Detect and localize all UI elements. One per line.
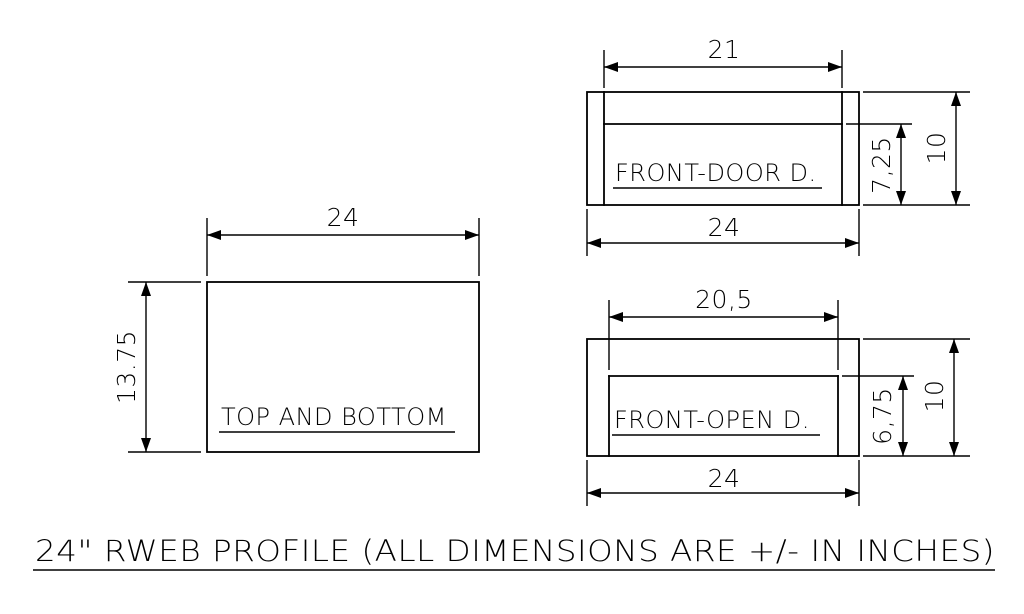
front-open-outer-width-arrow-right (845, 488, 859, 498)
top-bottom-width-arrow-right (465, 230, 479, 240)
front-door-inner-width-dim-text: 21 (708, 35, 741, 64)
front-open-outer-height-arrow-bottom (949, 442, 959, 456)
front-door-outer-width-arrow-right (845, 238, 859, 248)
front-door-inner-width-arrow-left (604, 62, 618, 72)
front-door-inner-height-arrow-top (896, 124, 906, 138)
front-open-inner-width-arrow-right (824, 312, 838, 322)
front-open-outer-outline (586, 338, 860, 457)
view-top-and-bottom: 24 13.75 TOP AND BOTTOM (112, 203, 480, 453)
front-door-outer-height-arrow-bottom (951, 191, 961, 205)
front-door-outer-width-dim-text: 24 (708, 213, 741, 242)
drawing-title: 24" RWEB PROFILE (ALL DIMENSIONS ARE +/-… (35, 534, 995, 568)
front-open-outer-height-dim-text: 10 (920, 380, 949, 413)
view-front-door: 21 24 7,25 10 FRONT-DOOR D. (586, 35, 970, 256)
top-bottom-height-dim-text: 13.75 (112, 330, 141, 404)
front-open-inner-height-dim-text: 6,75 (868, 387, 897, 445)
drawing-title-block: 24" RWEB PROFILE (ALL DIMENSIONS ARE +/-… (33, 534, 995, 571)
top-bottom-height-arrow-bottom (141, 438, 151, 452)
front-open-inner-height-arrow-bottom (898, 442, 908, 456)
front-open-outer-width-arrow-left (587, 488, 601, 498)
view-front-open: 20,5 24 6,75 10 FRONT-OPEN D. (586, 285, 970, 506)
front-door-outer-height-dim-text: 10 (922, 132, 951, 165)
front-door-inner-height-dim-text: 7,25 (867, 136, 896, 194)
front-door-inner-width-arrow-right (828, 62, 842, 72)
top-bottom-panel-outline (206, 281, 480, 453)
front-door-inner-height-arrow-bottom (896, 191, 906, 205)
front-open-inner-width-dim-text: 20,5 (695, 285, 753, 314)
top-bottom-width-arrow-left (207, 230, 221, 240)
front-open-inner-width-arrow-left (609, 312, 623, 322)
top-bottom-width-dim-text: 24 (327, 203, 360, 232)
front-open-inner-height-arrow-top (898, 376, 908, 390)
top-bottom-height-arrow-top (141, 282, 151, 296)
front-door-outer-outline (586, 91, 860, 206)
front-open-outer-width-dim-text: 24 (708, 464, 741, 493)
front-door-outer-height-arrow-top (951, 92, 961, 106)
front-door-outer-width-arrow-left (587, 238, 601, 248)
front-open-outer-height-arrow-top (949, 339, 959, 353)
front-open-label: FRONT-OPEN D. (614, 406, 810, 434)
front-door-label: FRONT-DOOR D. (615, 159, 817, 187)
top-bottom-label: TOP AND BOTTOM (221, 403, 447, 431)
